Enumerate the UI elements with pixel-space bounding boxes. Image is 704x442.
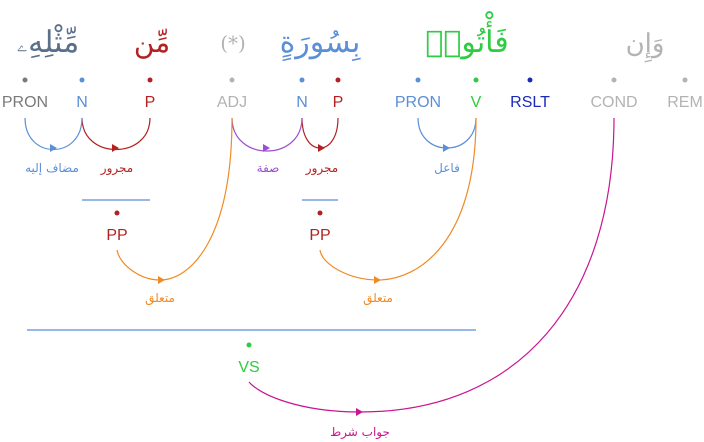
arrowhead-mutaalliq-2 xyxy=(374,276,381,284)
label-mutaalliq-2: متعلق xyxy=(363,291,393,306)
dot-rem xyxy=(682,77,688,83)
arc-sifa xyxy=(231,117,303,152)
label-mudaf: مضاف إليه xyxy=(25,161,79,175)
word-mithlihi: مِّثْلِهِۦ xyxy=(17,24,80,60)
arc-mudaf xyxy=(24,117,83,151)
label-majrur-2: مجرور xyxy=(100,161,133,176)
tag-v: V xyxy=(471,94,482,111)
dot-vs xyxy=(246,342,252,348)
label-sifa: صفة xyxy=(257,161,280,175)
tag-pp-2: PP xyxy=(309,227,330,244)
dot-pp-2 xyxy=(317,210,323,216)
word-bisura: بِسُورَةٍ xyxy=(280,25,361,62)
word-placeholder: (*) xyxy=(220,31,246,55)
label-fail: فاعل xyxy=(434,161,460,175)
arrowhead-majrur-1 xyxy=(318,144,325,152)
dot-pron2 xyxy=(22,77,28,83)
dot-adj xyxy=(229,77,235,83)
dot-n1 xyxy=(299,77,305,83)
label-jawab-shart: جواب شرط xyxy=(330,425,390,440)
arrowhead-sifa xyxy=(263,144,270,152)
arrowhead-jawab-shart xyxy=(356,408,363,416)
tag-rslt: RSLT xyxy=(510,94,550,111)
dot-p1 xyxy=(335,77,341,83)
arc-mutaalliq-1 xyxy=(116,117,233,281)
arrowhead-mutaalliq-1 xyxy=(158,276,165,284)
tag-rem: REM xyxy=(667,94,703,111)
tag-cond: COND xyxy=(590,94,637,111)
tag-pron1: PRON xyxy=(395,94,441,111)
arc-fail xyxy=(417,117,477,149)
label-majrur-1: مجرور xyxy=(305,161,338,176)
arrowhead-mudaf xyxy=(50,144,57,152)
word-min: مِّن xyxy=(134,26,170,59)
arrowhead-majrur-2 xyxy=(112,144,119,152)
tag-pron2: PRON xyxy=(2,94,48,111)
dot-cond xyxy=(611,77,617,83)
dot-n2 xyxy=(79,77,85,83)
arc-majrur-1 xyxy=(301,117,339,149)
tag-n2: N xyxy=(76,94,88,111)
dot-p2 xyxy=(147,77,153,83)
dot-rslt xyxy=(527,77,533,83)
dot-pp-1 xyxy=(114,210,120,216)
tag-pp-1: PP xyxy=(106,227,127,244)
tag-adj: ADJ xyxy=(217,94,247,111)
arc-majrur-2 xyxy=(81,117,151,150)
arrowhead-fail xyxy=(443,144,450,152)
tag-vs: VS xyxy=(238,359,259,376)
dot-v xyxy=(473,77,479,83)
word-wa-in: وَإِن xyxy=(626,29,665,63)
tag-p2: P xyxy=(145,94,156,111)
word-fatu: فَأْتُوا۟ xyxy=(425,10,508,60)
label-mutaalliq-1: متعلق xyxy=(145,291,175,306)
tag-p1: P xyxy=(333,94,344,111)
dot-pron1 xyxy=(415,77,421,83)
tag-n1: N xyxy=(296,94,308,111)
arc-mutaalliq-2 xyxy=(319,117,477,281)
arc-jawab-shart xyxy=(248,117,615,413)
